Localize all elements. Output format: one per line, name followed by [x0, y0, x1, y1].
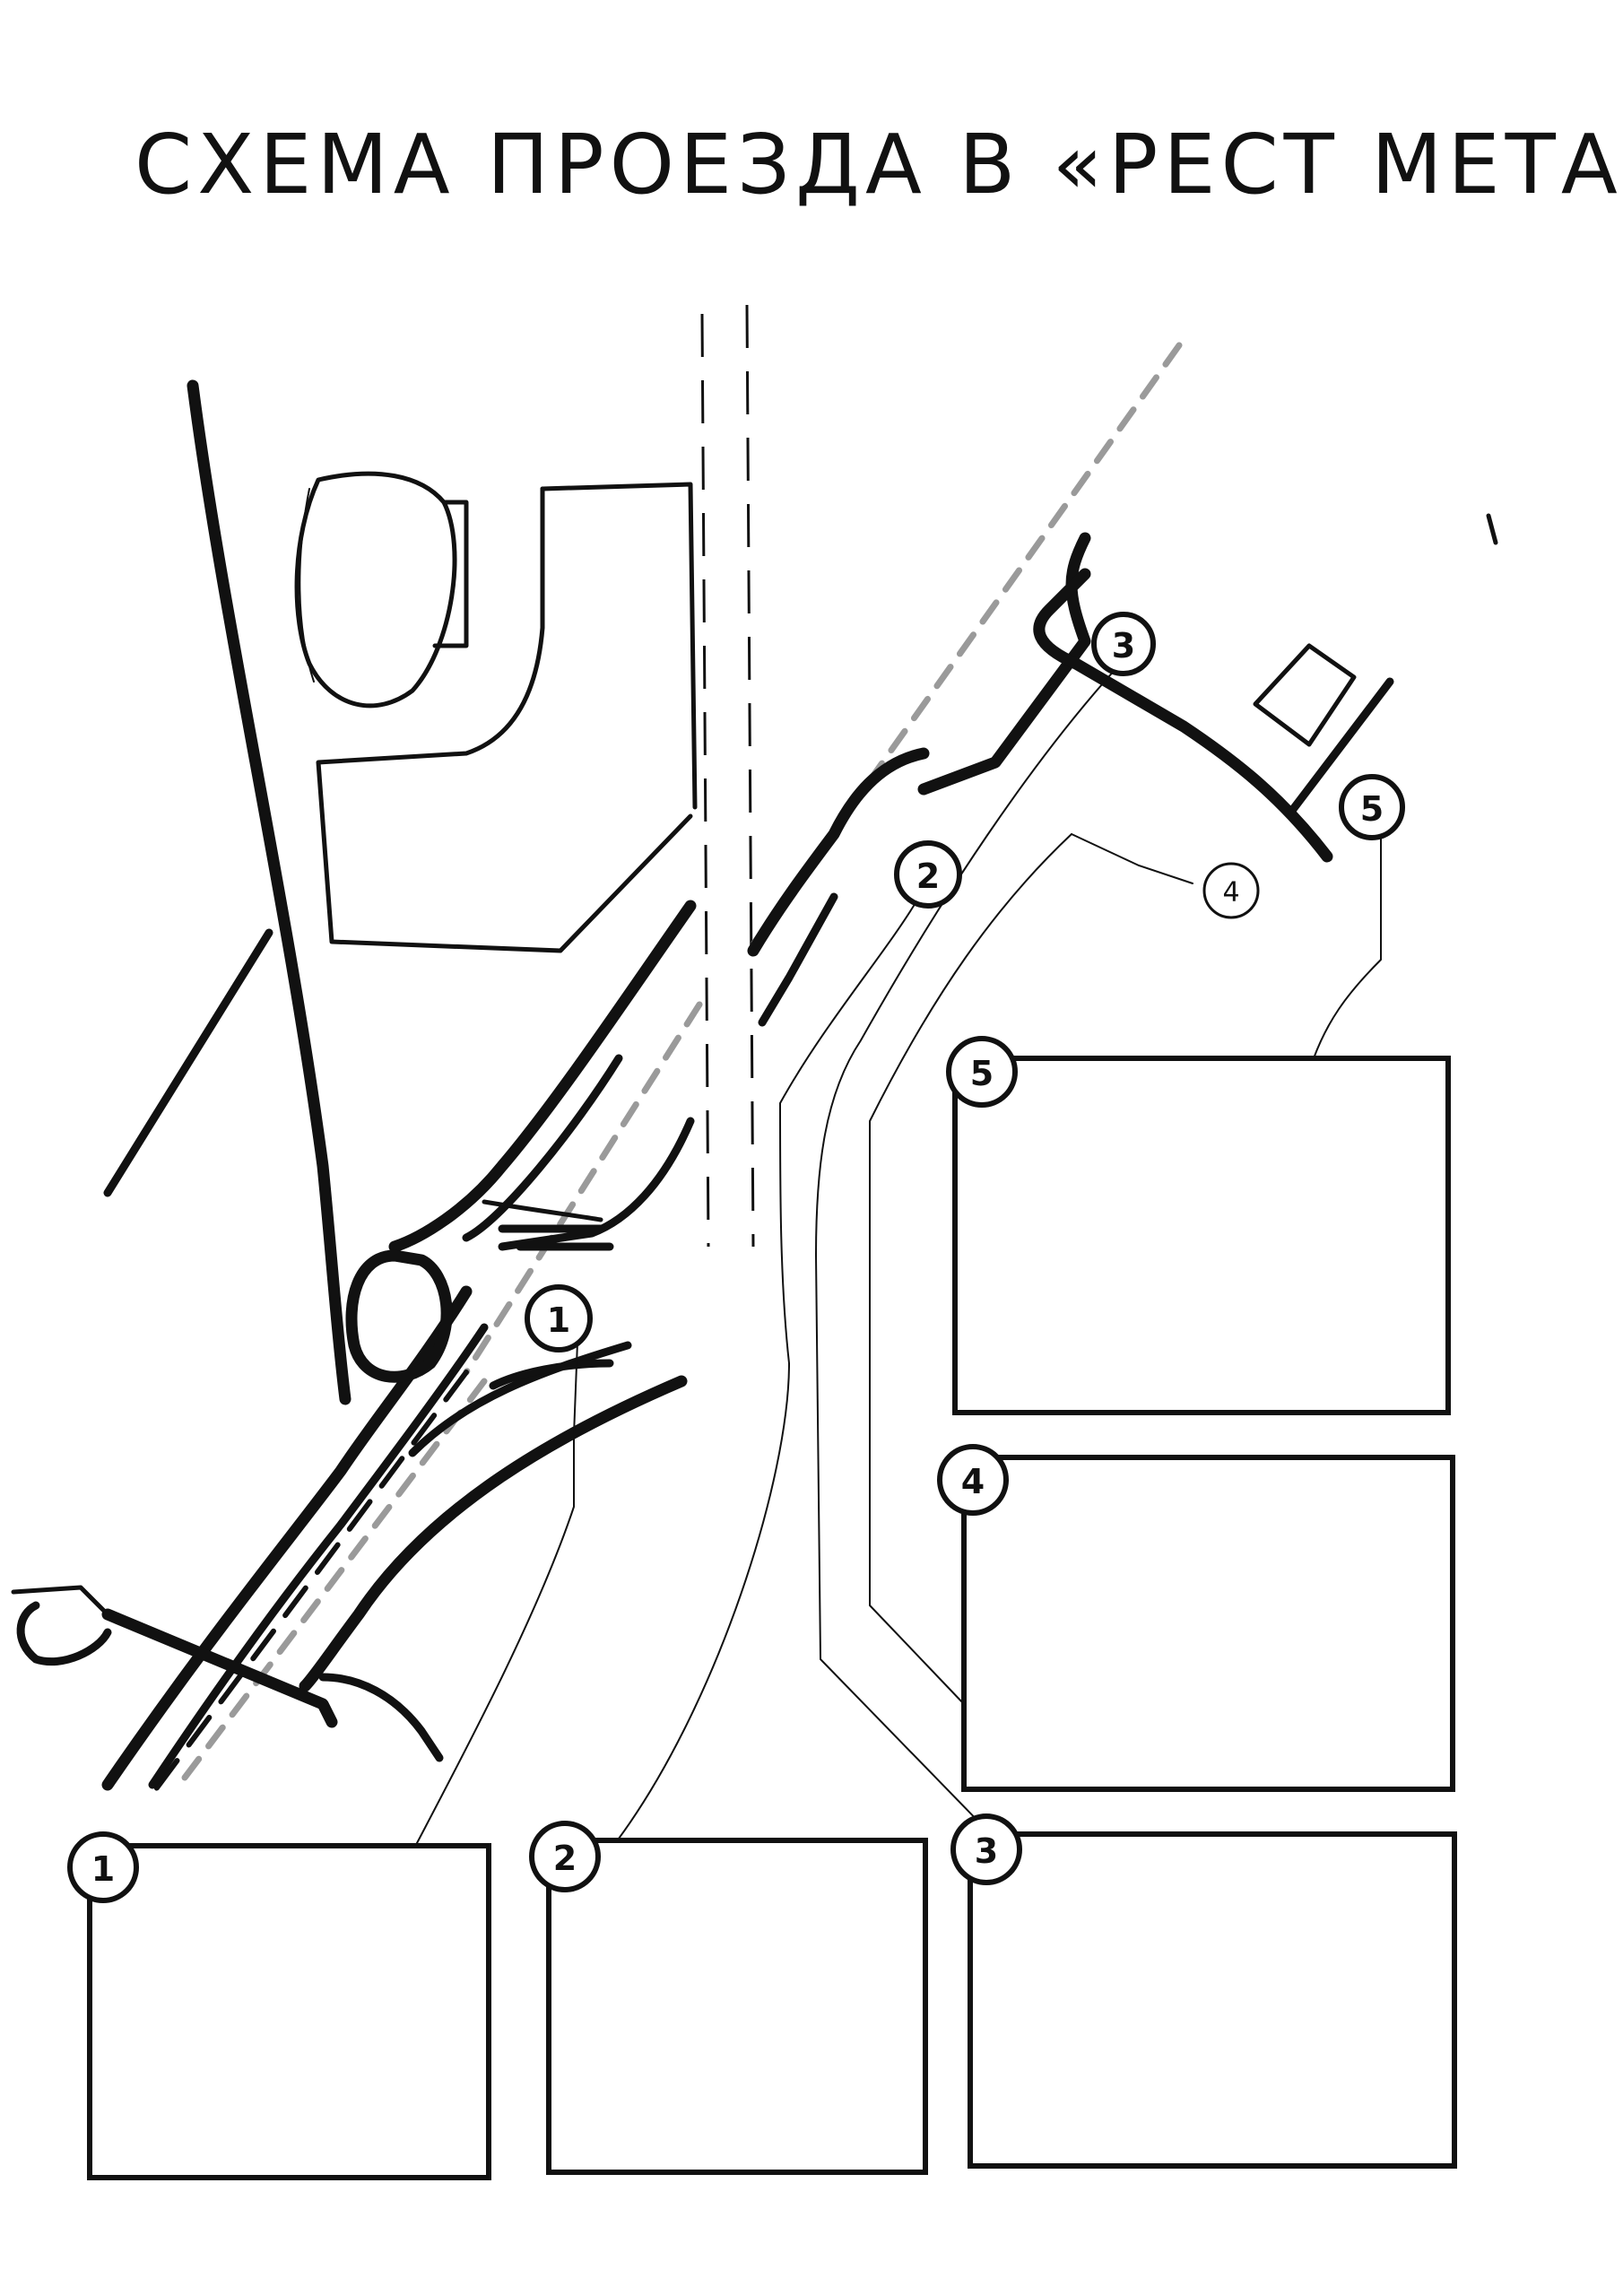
svg-text:4: 4 [1222, 877, 1239, 909]
map-marker-4: 4 [1202, 862, 1260, 919]
photo-frame-5: 5 [946, 1036, 1451, 1415]
right-site-structures [1033, 568, 1394, 863]
map-marker-2: 2 [894, 840, 962, 909]
photo-frame-1: 1 [67, 1831, 491, 2180]
stray-pen-mark [1486, 513, 1498, 545]
roundabout [345, 1249, 453, 1383]
barrier-crossing [11, 1199, 614, 1762]
map-marker-1: 1 [525, 1284, 593, 1352]
building-outline [316, 482, 698, 953]
left-road-edge [103, 379, 352, 1405]
svg-text:1: 1 [547, 1300, 570, 1340]
svg-text:5: 5 [1360, 789, 1384, 829]
leader-lines [416, 667, 1382, 1844]
photo-frame-3: 3 [950, 1813, 1457, 2169]
photo-frame-4: 4 [937, 1444, 1455, 1792]
map-marker-3: 3 [1091, 612, 1156, 676]
railway-diagonal [150, 342, 1183, 1796]
svg-text:1: 1 [91, 1849, 115, 1889]
map-marker-5: 5 [1339, 774, 1405, 840]
svg-text:5: 5 [970, 1054, 994, 1093]
svg-text:4: 4 [961, 1462, 985, 1501]
svg-text:2: 2 [553, 1839, 577, 1878]
vertical-dashed-lines [700, 304, 755, 1248]
svg-text:3: 3 [1112, 626, 1135, 665]
building-rounded [294, 471, 469, 709]
photo-frame-2: 2 [529, 1821, 928, 2175]
map-title: СХЕМА ПРОЕЗДА В «РЕСТ МЕТАЛЛ» [135, 117, 1623, 213]
svg-text:2: 2 [916, 857, 940, 896]
svg-text:3: 3 [975, 1831, 998, 1871]
